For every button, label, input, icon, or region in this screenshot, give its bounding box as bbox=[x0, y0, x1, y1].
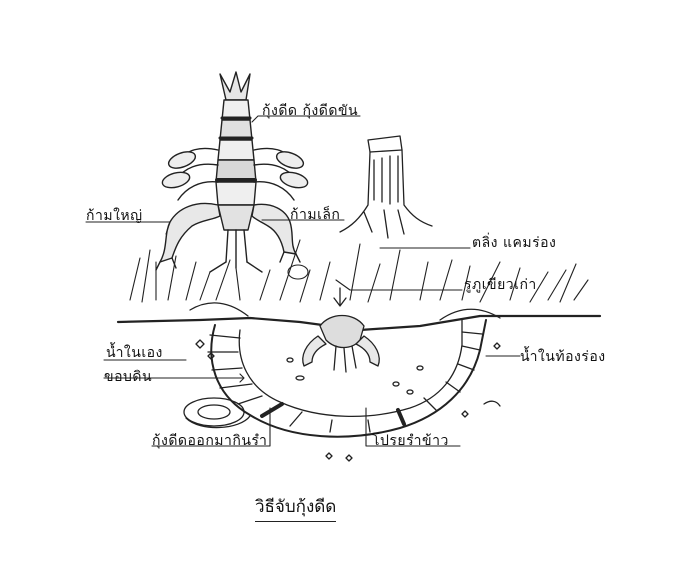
tree-stump-drawing bbox=[340, 136, 432, 238]
label-bran: โปรยรำข้าว bbox=[372, 430, 449, 452]
label-shrimp-names: กุ้งดีด กุ้งดีดขัน bbox=[262, 100, 358, 122]
label-soil-edge: ขอบดิน bbox=[104, 366, 152, 388]
label-shrimp-out: กุ้งดีดออกมากินรำ bbox=[152, 430, 267, 452]
label-volcano-hole: รูภูเขียวเก่า bbox=[464, 274, 537, 296]
label-water-channel: น้ำในท้องร่อง bbox=[520, 346, 606, 368]
diagram-caption: วิธีจับกุ้งดีด bbox=[255, 493, 336, 522]
label-small-claw: ก้ามเล็ก bbox=[290, 204, 340, 226]
label-water-mud: น้ำในเอง bbox=[106, 342, 163, 364]
label-grass-bank: ตลิ่ง แคมร่อง bbox=[472, 232, 556, 254]
label-big-claw: ก้ามใหญ่ bbox=[86, 205, 143, 227]
